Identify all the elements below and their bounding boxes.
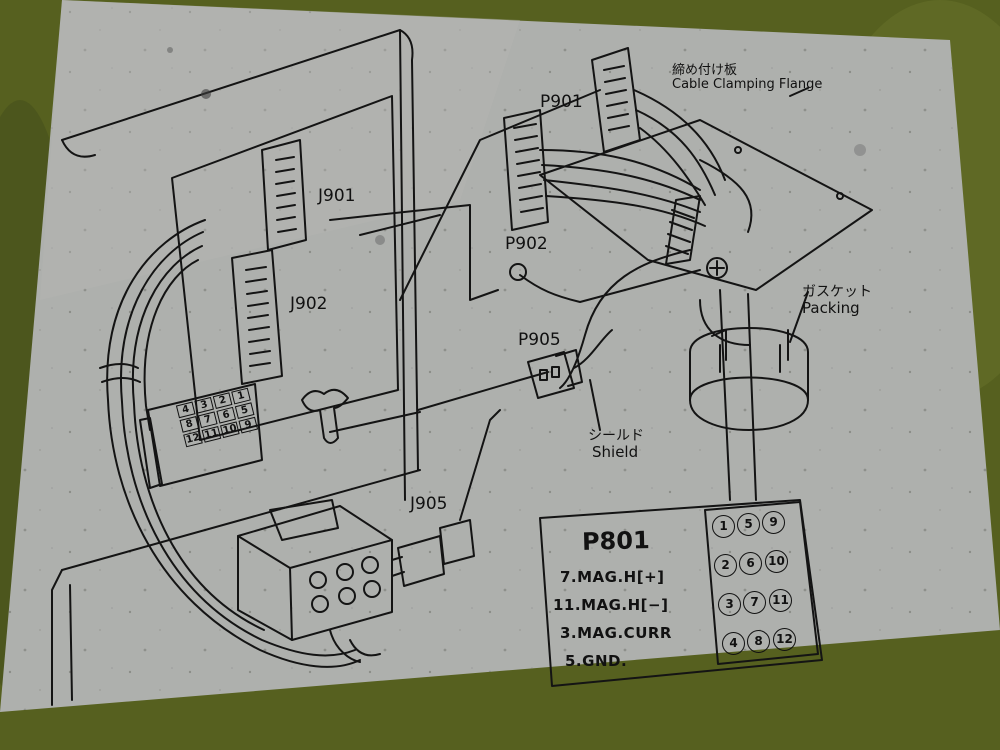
label-p901: P901: [540, 92, 583, 112]
legend-line: 5.GND.: [565, 652, 628, 670]
label-p902: P902: [505, 234, 548, 254]
label-j905: J905: [410, 494, 448, 514]
legend-pin: 3: [718, 593, 741, 616]
legend-line: 3.MAG.CURR: [560, 624, 672, 642]
label-packing-en: Packing: [802, 299, 860, 317]
legend-pin: 1: [712, 515, 735, 538]
label-j901: J901: [318, 186, 356, 206]
legend-pin: 10: [765, 550, 788, 573]
legend-pin: 6: [739, 552, 762, 575]
label-p905: P905: [518, 330, 561, 350]
legend-line: 11.MAG.H[−]: [553, 596, 669, 614]
legend-pin: 11: [769, 589, 792, 612]
label-shield-en: Shield: [592, 443, 639, 461]
label-flange-en: Cable Clamping Flange: [672, 77, 823, 92]
label-shield-jp: シールド: [588, 428, 644, 444]
legend-pin: 12: [773, 628, 796, 651]
label-j902: J902: [290, 294, 328, 314]
legend-pin: 7: [743, 591, 766, 614]
legend-pin: 8: [747, 630, 770, 653]
legend-pin: 4: [722, 632, 745, 655]
legend-line: 7.MAG.H[+]: [560, 568, 665, 586]
label-flange-jp: 締め付け板: [672, 63, 738, 78]
legend-pin: 9: [762, 511, 785, 534]
legend-title: P801: [581, 526, 651, 556]
legend-pin: 5: [737, 513, 760, 536]
legend-pin: 2: [714, 554, 737, 577]
label-packing-jp: ガスケット: [802, 284, 872, 300]
